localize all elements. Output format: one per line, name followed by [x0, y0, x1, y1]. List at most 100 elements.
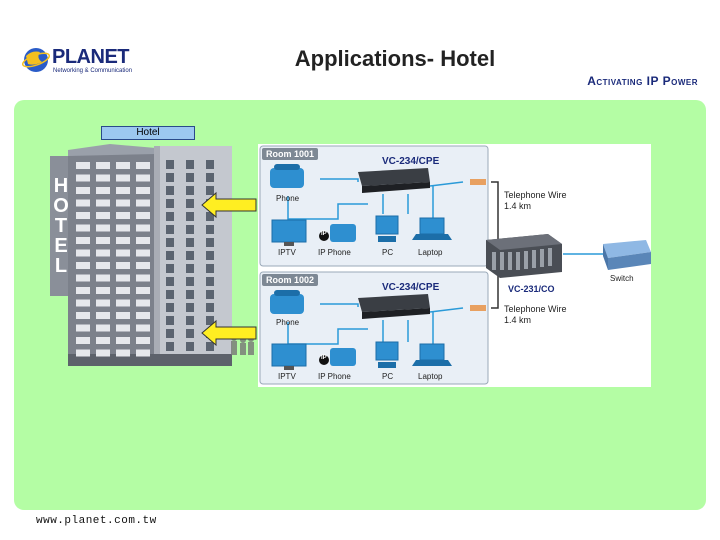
building-window — [116, 199, 130, 207]
building-window — [96, 349, 110, 357]
building-window — [136, 162, 150, 169]
cpe-model: VC-234/CPE — [382, 156, 440, 167]
building-window — [136, 212, 150, 219]
room-name: Room 1002 — [262, 274, 319, 286]
building-window — [136, 299, 150, 307]
building-window — [166, 238, 174, 247]
endpoint-label: Laptop — [418, 372, 443, 381]
building-window — [76, 199, 90, 207]
building-window — [166, 290, 174, 299]
building-window — [166, 199, 174, 208]
building-window — [166, 173, 174, 182]
building-window — [116, 162, 130, 169]
building-window — [76, 324, 90, 332]
endpoint-label: IPTV — [278, 248, 296, 257]
endpoint-label: PC — [382, 372, 394, 381]
hotel-label: Hotel — [101, 126, 195, 140]
building-window — [116, 337, 130, 344]
building-window — [186, 238, 194, 247]
hotel-sign-letter: H — [53, 175, 69, 197]
building-window — [76, 162, 90, 169]
building-window — [186, 251, 194, 260]
building-window — [206, 238, 214, 247]
motto: Activating IP Power — [587, 74, 698, 88]
building-window — [136, 199, 150, 207]
building-window — [136, 262, 150, 269]
globe-logo-icon — [22, 48, 50, 72]
building-window — [136, 324, 150, 332]
building-window — [76, 187, 90, 194]
building-window — [186, 225, 194, 234]
building-window — [96, 162, 110, 169]
building-window — [76, 312, 90, 319]
building-window — [136, 274, 150, 282]
building-window — [166, 329, 174, 338]
building-window — [96, 249, 110, 257]
building-window — [136, 249, 150, 257]
endpoint-label: IP Phone — [318, 248, 351, 257]
building-window — [136, 174, 150, 182]
endpoint-label: IP Phone — [318, 372, 351, 381]
building-window — [76, 349, 90, 357]
building-window — [186, 290, 194, 299]
building-window — [186, 316, 194, 325]
building-window — [166, 160, 174, 169]
building-window — [76, 337, 90, 344]
building-window — [186, 212, 194, 221]
building-window — [116, 324, 130, 332]
building-window — [166, 225, 174, 234]
hotel-sign-letter: E — [54, 235, 68, 257]
endpoint-label: Laptop — [418, 248, 443, 257]
building-window — [96, 199, 110, 207]
wire-label: Telephone Wire 1.4 km — [504, 190, 567, 212]
endpoint-label: Phone — [276, 194, 300, 203]
building-window — [76, 287, 90, 294]
building-window — [136, 287, 150, 294]
building-window — [96, 324, 110, 332]
building-window — [116, 187, 130, 194]
wire-distance: 1.4 km — [504, 315, 532, 325]
building-window — [116, 274, 130, 282]
hotel-sign-letter: O — [53, 195, 69, 217]
building-window — [96, 337, 110, 344]
building-window — [136, 187, 150, 194]
building-window — [76, 262, 90, 269]
building-window — [206, 251, 214, 260]
building-window — [206, 225, 214, 234]
building-window — [206, 316, 214, 325]
building-window — [136, 337, 150, 344]
ip-badge-icon: IP — [321, 231, 327, 237]
endpoint-label: Phone — [276, 318, 300, 327]
ip-badge-icon: IP — [321, 355, 327, 361]
diagram-wiring — [259, 145, 651, 385]
switch-label: Switch — [610, 274, 634, 283]
building-window — [206, 303, 214, 312]
building-window — [96, 274, 110, 282]
building-window — [116, 224, 130, 232]
building-window — [186, 303, 194, 312]
building-window — [96, 287, 110, 294]
building-window — [96, 237, 110, 244]
building-window — [186, 264, 194, 273]
arrow-room-1001-icon — [201, 191, 257, 219]
building-window — [206, 342, 214, 351]
room-name: Room 1001 — [262, 148, 319, 160]
network-diagram: Room 1001 VC-234/CPE Phone IPTV IP Phone… — [258, 144, 651, 387]
building-window — [76, 237, 90, 244]
planet-logo: PLANET Networking & Communication — [22, 44, 132, 80]
building-window — [76, 249, 90, 257]
building-window — [76, 299, 90, 307]
hotel-building — [50, 144, 254, 366]
building-window — [186, 199, 194, 208]
building-window — [166, 303, 174, 312]
building-window — [116, 287, 130, 294]
building-window — [136, 224, 150, 232]
footer-url[interactable]: www.planet.com.tw — [36, 515, 157, 527]
wire-distance: 1.4 km — [504, 201, 532, 211]
endpoint-label: IPTV — [278, 372, 296, 381]
building-window — [136, 312, 150, 319]
wire-type: Telephone Wire — [504, 304, 567, 314]
building-window — [116, 349, 130, 357]
page-title: Applications- Hotel — [294, 46, 496, 71]
building-window — [116, 262, 130, 269]
